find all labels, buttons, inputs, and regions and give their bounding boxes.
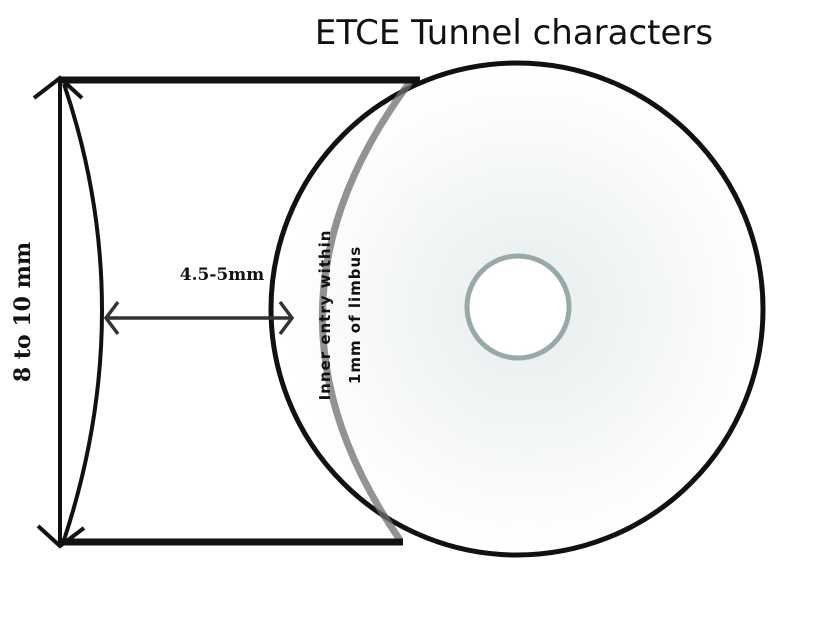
length-arrow: [103, 300, 295, 336]
external-incision-arc: [62, 83, 104, 541]
inner-ring: [464, 253, 572, 361]
height-label: 8 to 10 mm: [10, 242, 36, 382]
tunnel-shadow-arc: [319, 79, 413, 542]
inner-entry-label-line2: 1mm of limbus: [346, 246, 364, 384]
diagram-title: ETCE Tunnel characters: [315, 13, 713, 53]
inner-entry-label-line1: Inner entry within: [316, 230, 334, 401]
height-arrow: [32, 75, 86, 549]
length-label: 4.5-5mm: [180, 265, 264, 285]
